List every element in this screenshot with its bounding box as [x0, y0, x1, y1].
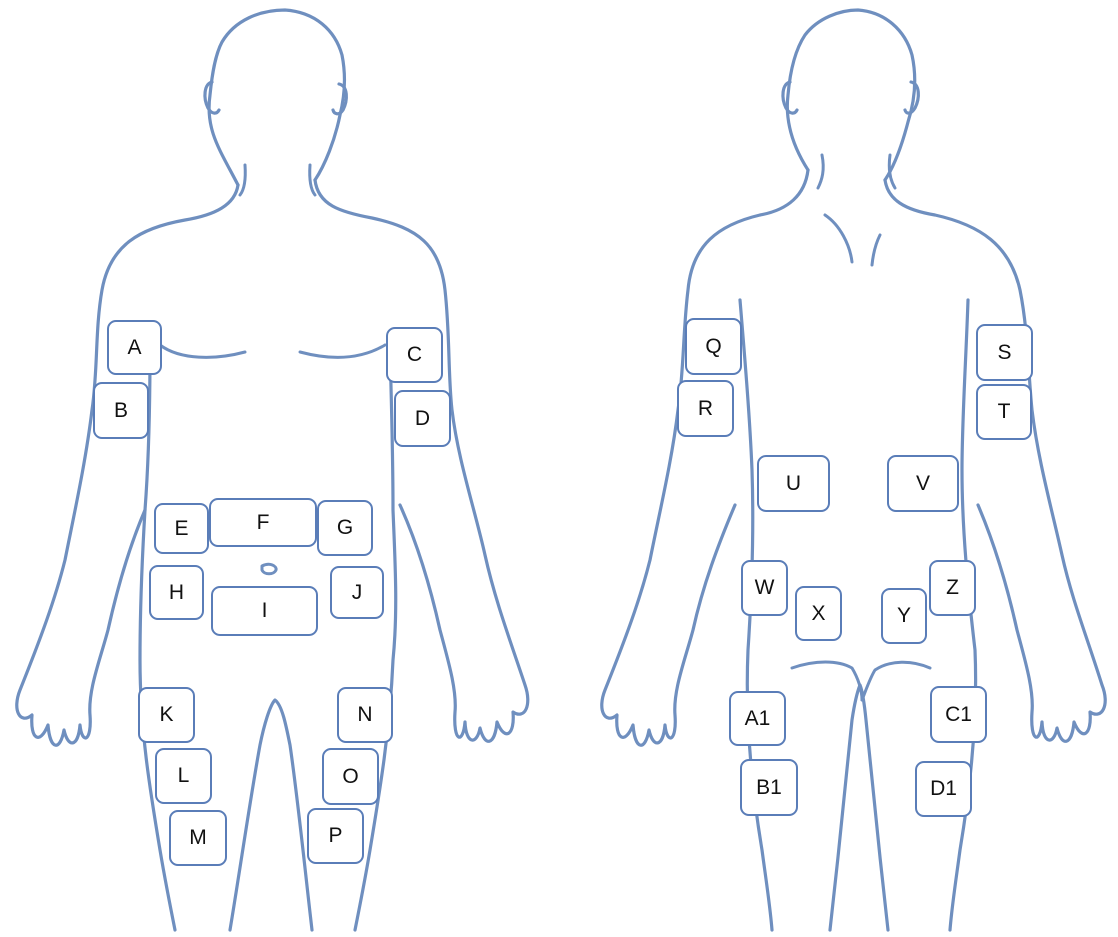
site-a[interactable]: A	[107, 320, 162, 375]
site-u[interactable]: U	[757, 455, 830, 512]
site-k[interactable]: K	[138, 687, 195, 743]
site-i[interactable]: I	[211, 586, 318, 636]
site-c1[interactable]: C1	[930, 686, 987, 743]
site-z[interactable]: Z	[929, 560, 976, 616]
site-m[interactable]: M	[169, 810, 227, 866]
site-o[interactable]: O	[322, 748, 379, 805]
site-j[interactable]: J	[330, 566, 384, 619]
site-t[interactable]: T	[976, 384, 1032, 440]
back-body-outline	[602, 10, 1105, 930]
site-d[interactable]: D	[394, 390, 451, 447]
site-g[interactable]: G	[317, 500, 373, 556]
site-l[interactable]: L	[155, 748, 212, 804]
site-c[interactable]: C	[386, 327, 443, 383]
site-x[interactable]: X	[795, 586, 842, 641]
site-f[interactable]: F	[209, 498, 317, 547]
site-d1[interactable]: D1	[915, 761, 972, 817]
site-n[interactable]: N	[337, 687, 393, 743]
site-q[interactable]: Q	[685, 318, 742, 375]
site-e[interactable]: E	[154, 503, 209, 554]
site-s[interactable]: S	[976, 324, 1033, 381]
site-a1[interactable]: A1	[729, 691, 786, 746]
site-h[interactable]: H	[149, 565, 204, 620]
site-r[interactable]: R	[677, 380, 734, 437]
site-v[interactable]: V	[887, 455, 959, 512]
site-w[interactable]: W	[741, 560, 788, 616]
front-body-outline	[17, 10, 528, 930]
site-y[interactable]: Y	[881, 588, 927, 644]
site-b1[interactable]: B1	[740, 759, 798, 816]
site-p[interactable]: P	[307, 808, 364, 864]
site-b[interactable]: B	[93, 382, 149, 439]
